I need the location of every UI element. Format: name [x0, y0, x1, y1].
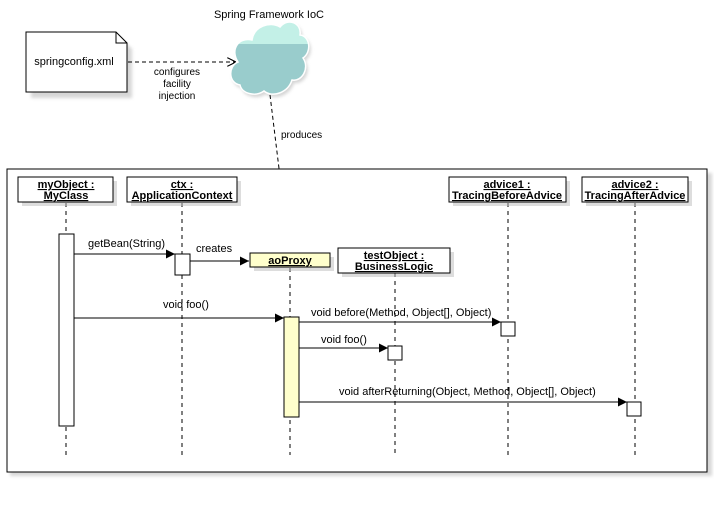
configures-note-line-3: injection — [159, 91, 196, 102]
head-advice2-line-1: advice2 : — [611, 179, 658, 191]
activation-testobject — [387, 345, 403, 361]
head-ctx-line-2: ApplicationContext — [132, 190, 233, 202]
head-myobject-line-1: myObject : — [38, 179, 95, 191]
head-testobject-line-1: testObject : — [364, 250, 425, 262]
head-ctx: ctx : ApplicationContext — [126, 176, 241, 206]
config-note: springconfig.xml — [25, 31, 132, 98]
head-aoproxy-label: aoProxy — [268, 255, 312, 267]
config-file-label: springconfig.xml — [34, 56, 113, 68]
activation-advice1 — [500, 321, 516, 337]
head-ctx-line-1: ctx : — [171, 179, 194, 191]
configures-note-line-2: facility — [163, 79, 191, 90]
message-void-foo-2-label: void foo() — [321, 334, 367, 346]
head-myobject-line-2: MyClass — [44, 190, 89, 202]
message-before-label: void before(Method, Object[], Object) — [311, 307, 491, 319]
spring-ioc-cloud — [230, 21, 311, 98]
produces-label: produces — [281, 130, 322, 141]
head-advice2-line-2: TracingAfterAdvice — [585, 190, 686, 202]
head-advice1-line-2: TracingBeforeAdvice — [452, 190, 562, 202]
head-aoproxy: aoProxy — [249, 252, 334, 271]
head-advice1-line-1: advice1 : — [483, 179, 530, 191]
sequence-frame — [6, 168, 712, 476]
activation-advice2 — [626, 401, 642, 417]
activation-aoproxy — [283, 316, 300, 418]
head-testobject: testObject : BusinessLogic — [337, 247, 454, 277]
activation-ctx — [174, 253, 191, 276]
head-advice1: advice1 : TracingBeforeAdvice — [448, 176, 570, 206]
ioc-title: Spring Framework IoC — [214, 9, 324, 21]
head-testobject-line-2: BusinessLogic — [355, 261, 433, 273]
head-advice2: advice2 : TracingAfterAdvice — [581, 176, 692, 206]
message-creates-label: creates — [196, 243, 233, 255]
message-void-foo-1-label: void foo() — [163, 299, 209, 311]
head-myobject: myObject : MyClass — [17, 176, 117, 206]
message-after-returning-label: void afterReturning(Object, Method, Obje… — [339, 386, 596, 398]
configures-note-line-1: configures — [154, 67, 200, 78]
activation-myobject — [58, 233, 75, 427]
message-get-bean-label: getBean(String) — [88, 238, 165, 250]
